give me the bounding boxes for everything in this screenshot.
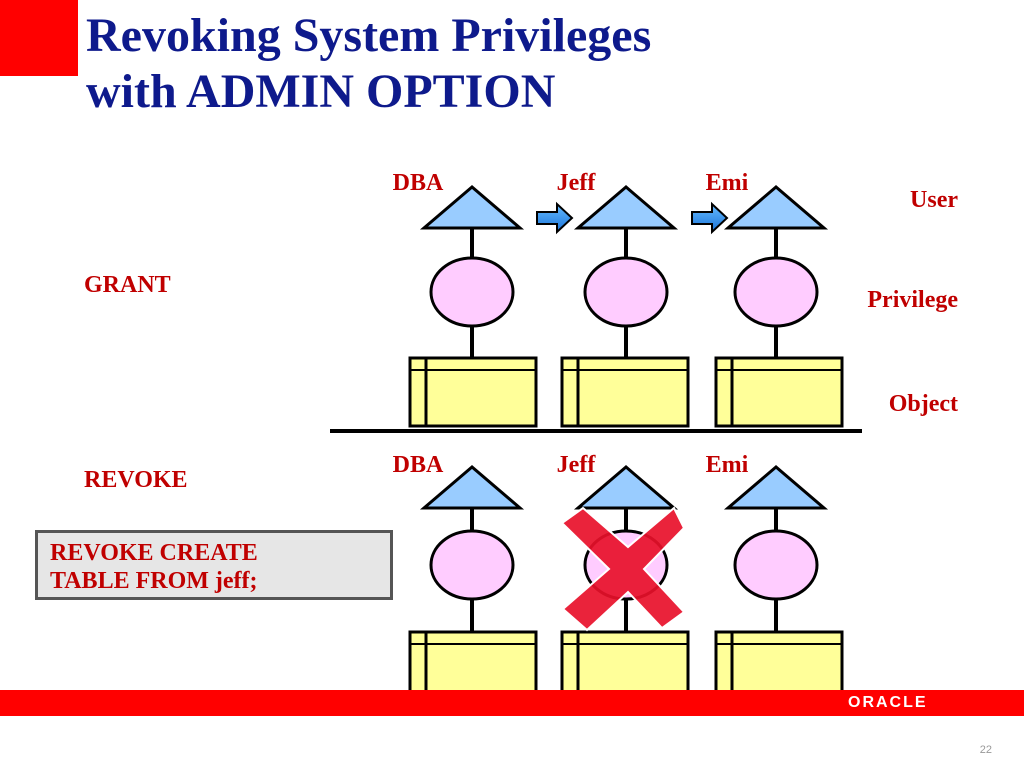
- privilege-circle-icon: [429, 256, 515, 328]
- user-triangle-icon: [573, 465, 679, 510]
- user-triangle-icon: [723, 465, 829, 510]
- grant-user-label-jeff: Jeff: [557, 170, 597, 196]
- grant-column-jeff: [560, 185, 690, 428]
- command-line-2: TABLE FROM jeff;: [50, 568, 258, 594]
- grant-arrow-icon: [691, 201, 729, 235]
- grant-label: GRANT: [84, 272, 171, 298]
- legend-privilege: Privilege: [867, 287, 958, 313]
- revoke-column-dba: [408, 465, 538, 700]
- slide-title: Revoking System Privileges with ADMIN OP…: [86, 8, 651, 120]
- revoke-label: REVOKE: [84, 467, 188, 493]
- footer-bar: [0, 690, 1024, 716]
- grant-column-dba: [408, 185, 538, 428]
- oracle-logo: ORACLE: [848, 694, 928, 711]
- title-line-2: with ADMIN OPTION: [86, 65, 556, 118]
- grant-column-emi: [714, 185, 844, 428]
- grant-user-label-emi: Emi: [706, 170, 749, 196]
- privilege-circle-icon: [733, 529, 819, 601]
- grant-user-label-dba: DBA: [393, 170, 444, 196]
- corner-accent: [0, 0, 78, 76]
- user-triangle-icon: [723, 185, 829, 230]
- legend-object: Object: [889, 391, 958, 417]
- object-box-icon: [408, 356, 538, 428]
- command-line-1: REVOKE CREATE: [50, 540, 258, 566]
- grant-arrow-icon: [536, 201, 574, 235]
- user-triangle-icon: [573, 185, 679, 230]
- revoked-cross-icon: [560, 506, 686, 632]
- object-box-icon: [408, 630, 538, 700]
- legend-user: User: [910, 187, 958, 213]
- revoke-user-label-jeff: Jeff: [557, 452, 597, 478]
- title-line-1: Revoking System Privileges: [86, 9, 652, 62]
- revoke-user-label-dba: DBA: [393, 452, 444, 478]
- object-box-icon: [560, 630, 690, 700]
- revoke-command-box: REVOKE CREATE TABLE FROM jeff;: [35, 530, 393, 600]
- object-box-icon: [714, 356, 844, 428]
- object-box-icon: [560, 356, 690, 428]
- user-triangle-icon: [419, 465, 525, 510]
- revoke-column-emi: [714, 465, 844, 700]
- user-triangle-icon: [419, 185, 525, 230]
- page-number: 22: [979, 744, 992, 756]
- privilege-circle-icon: [583, 256, 669, 328]
- object-box-icon: [714, 630, 844, 700]
- revoke-user-label-emi: Emi: [706, 452, 749, 478]
- privilege-circle-icon: [733, 256, 819, 328]
- privilege-circle-icon: [429, 529, 515, 601]
